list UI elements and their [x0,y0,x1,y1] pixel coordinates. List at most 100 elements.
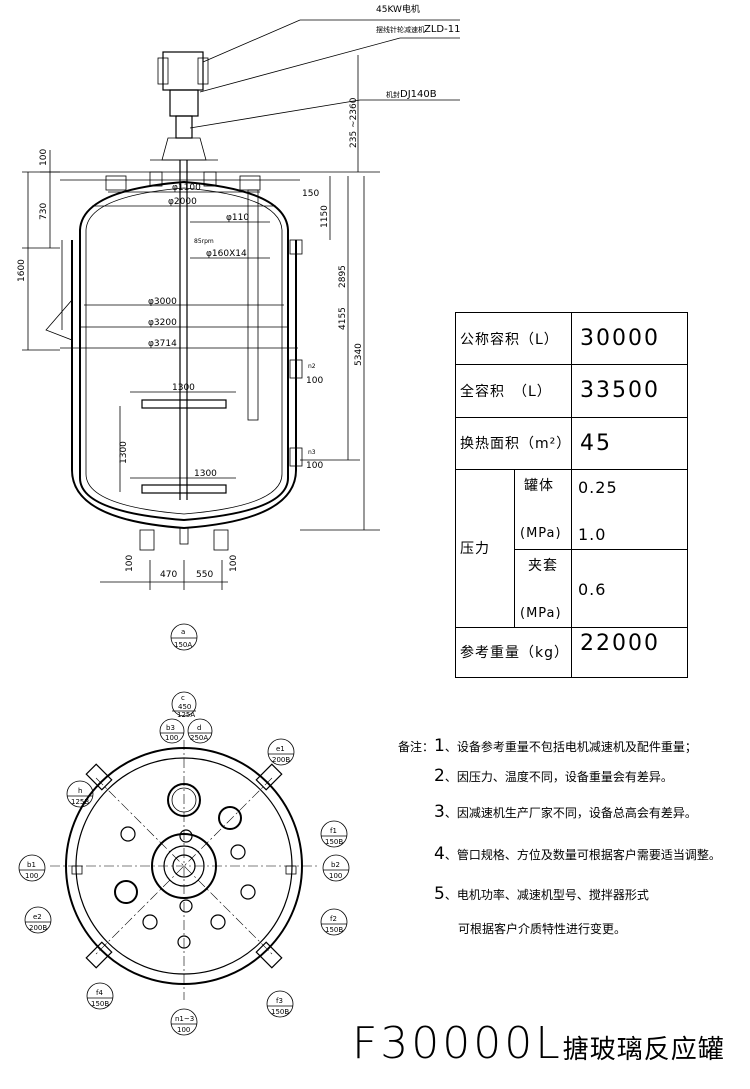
reducer-name-label: 摆线针轮减速机 [376,25,425,34]
dim-1300-lower: 1300 [194,469,217,479]
dim-2000: φ2000 [168,197,197,207]
spec-table: 公称容积（L） 30000 全容积 （L） 33500 换热面积（m²） 45 … [455,312,688,678]
dim-1300-vertical: 1300 [119,441,129,464]
full-volume-label: 全容积 （L） [460,383,552,400]
dim-2895: 2895 [338,265,348,288]
lower-impeller [141,484,227,494]
upper-impeller [141,399,227,409]
dim-85rpm: 85rpm [194,238,214,245]
nozzle-h-top: h [78,787,82,795]
vessel-shell [79,180,289,522]
note-1-text: 、设备参考重量不包括电机减速机及配件重量； [444,740,697,754]
nozzle-c-bot: 125A [177,711,195,719]
tank-label: 罐体 [524,478,554,494]
product-name: 搪玻璃反应罐 [562,1035,725,1065]
nozzle-b1-bot: 100 [25,872,38,880]
full-volume-value: 33500 [580,378,660,403]
note-2: 2、因压力、温度不同，设备重量会有差异。 [434,766,673,786]
nozzle-f4-top: f4 [96,989,103,997]
weight-label: 参考重量（kg） [460,645,569,661]
note-5b: 可根据客户介质特性进行变更。 [458,920,626,937]
plan-nozzle-labels: c 450 125A b3 100 d 250A e1 200B h 125B … [25,694,343,1034]
nozzle-e2-bot: 200B [29,924,47,932]
dim-550: 550 [196,570,213,580]
model-number: F30000L [352,1018,563,1069]
note-5b-text: 可根据客户介质特性进行变更。 [458,922,627,936]
note-3-num: 3 [434,802,445,822]
note-3-text: 、因减速机生产厂家不同，设备总高会有差异。 [444,806,697,820]
tank-pressure-2: 1.0 [578,524,607,544]
notes-prefix: 备注： [398,740,435,754]
nozzle-d-top: d [197,724,201,732]
central-flange [151,833,217,899]
dim-160x14: φ160X14 [206,249,247,259]
pressure-unit-2: (MPa) [520,605,562,621]
nominal-volume-value: 30000 [580,326,660,351]
nozzle-n1-bot: 100 [177,1026,190,1034]
dim-730: 730 [39,203,49,220]
nozzle-b3-bot: 100 [165,734,178,742]
nozzle-b2-top: b2 [331,861,340,869]
nozzle-f2-top: f2 [330,915,337,923]
heat-area-label: 换热面积（m²） [460,436,572,452]
nozzle-f1-bot: 150B [325,838,343,846]
nozzle-c-top: c [181,694,185,702]
nozzle-a-bottom: 150A [174,641,192,649]
nozzle-n1-top: n1~3 [175,1015,194,1023]
dim-1150: 1150 [320,205,330,228]
nozzle-d-bot: 250A [190,734,208,742]
note-5-num: 5 [434,884,445,904]
reducer-model-label: ZLD-11 [424,24,460,35]
seal-model-label: DJ140B [400,89,437,100]
dim-470: 470 [160,570,177,580]
nozzle-c-mid: 450 [178,703,191,711]
nominal-volume-label: 公称容积（L） [460,331,559,348]
nozzle-e1-bot: 200B [272,756,290,764]
note-3: 3、因减速机生产厂家不同，设备总高会有差异。 [434,802,697,822]
seal-body [175,115,193,139]
dim-100-bottom-right: 100 [229,555,239,572]
dim-1300-upper: 1300 [172,383,195,393]
note-1-num: 1 [434,736,445,756]
dim-4155: 4155 [338,307,348,330]
pressure-label: 压力 [460,541,490,557]
nozzle-f1-top: f1 [330,827,337,835]
nozzle-h-bot: 125B [71,798,89,806]
nozzle-f4-bot: 150B [91,1000,109,1008]
tank-pressure-1: 0.25 [578,477,618,497]
nozzle-a-symbol [170,623,198,651]
dim-100-bottom-left: 100 [125,555,135,572]
dim-100-top: 100 [39,149,49,166]
nozzle-n2-label: n2 [308,363,316,370]
note-5-text: 、电机功率、减速机型号、搅拌器形式 [444,888,649,902]
jacket-pressure: 0.6 [578,579,607,599]
seal-name-label: 机封 [386,90,400,99]
dim-235-2360: 235 ~2360 [349,97,359,148]
nozzle-f2-bot: 150B [325,926,343,934]
motor-label: 45KW电机 [376,3,420,15]
nozzle-f3-bot: 150B [271,1008,289,1016]
note-4-num: 4 [434,844,445,864]
note-4: 4、管口规格、方位及数量可根据客户需要适当调整。 [434,844,721,864]
dim-3200: φ3200 [148,318,177,328]
weight-value: 22000 [580,631,660,656]
drawing-title: F30000L搪玻璃反应罐 [352,1018,725,1069]
dim-110: φ110 [226,213,249,223]
dim-1600: 1600 [17,259,27,282]
elevation-labels: 45KW电机 摆线针轮减速机 ZLD-11 机封 DJ140B 235 ~236… [17,3,460,649]
note-2-num: 2 [434,766,445,786]
plan-view [18,691,350,1036]
note-2-text: 、因压力、温度不同，设备重量会有差异。 [444,770,673,784]
dim-100-n3: 100 [306,461,323,471]
nozzle-e2-top: e2 [33,913,42,921]
dim-1100: φ1100 [172,183,201,193]
nozzle-n3-label: n3 [308,449,316,456]
manhole-c [167,783,201,817]
dim-3000: φ3000 [148,297,177,307]
plan-nozzle-symbols [18,691,350,1036]
note-4-text: 、管口规格、方位及数量可根据客户需要适当调整。 [444,848,721,862]
nozzle-b2-bot: 100 [329,872,342,880]
motor-body [162,51,204,91]
nozzle-e1-top: e1 [276,745,285,753]
nozzle-b1-top: b1 [27,861,36,869]
